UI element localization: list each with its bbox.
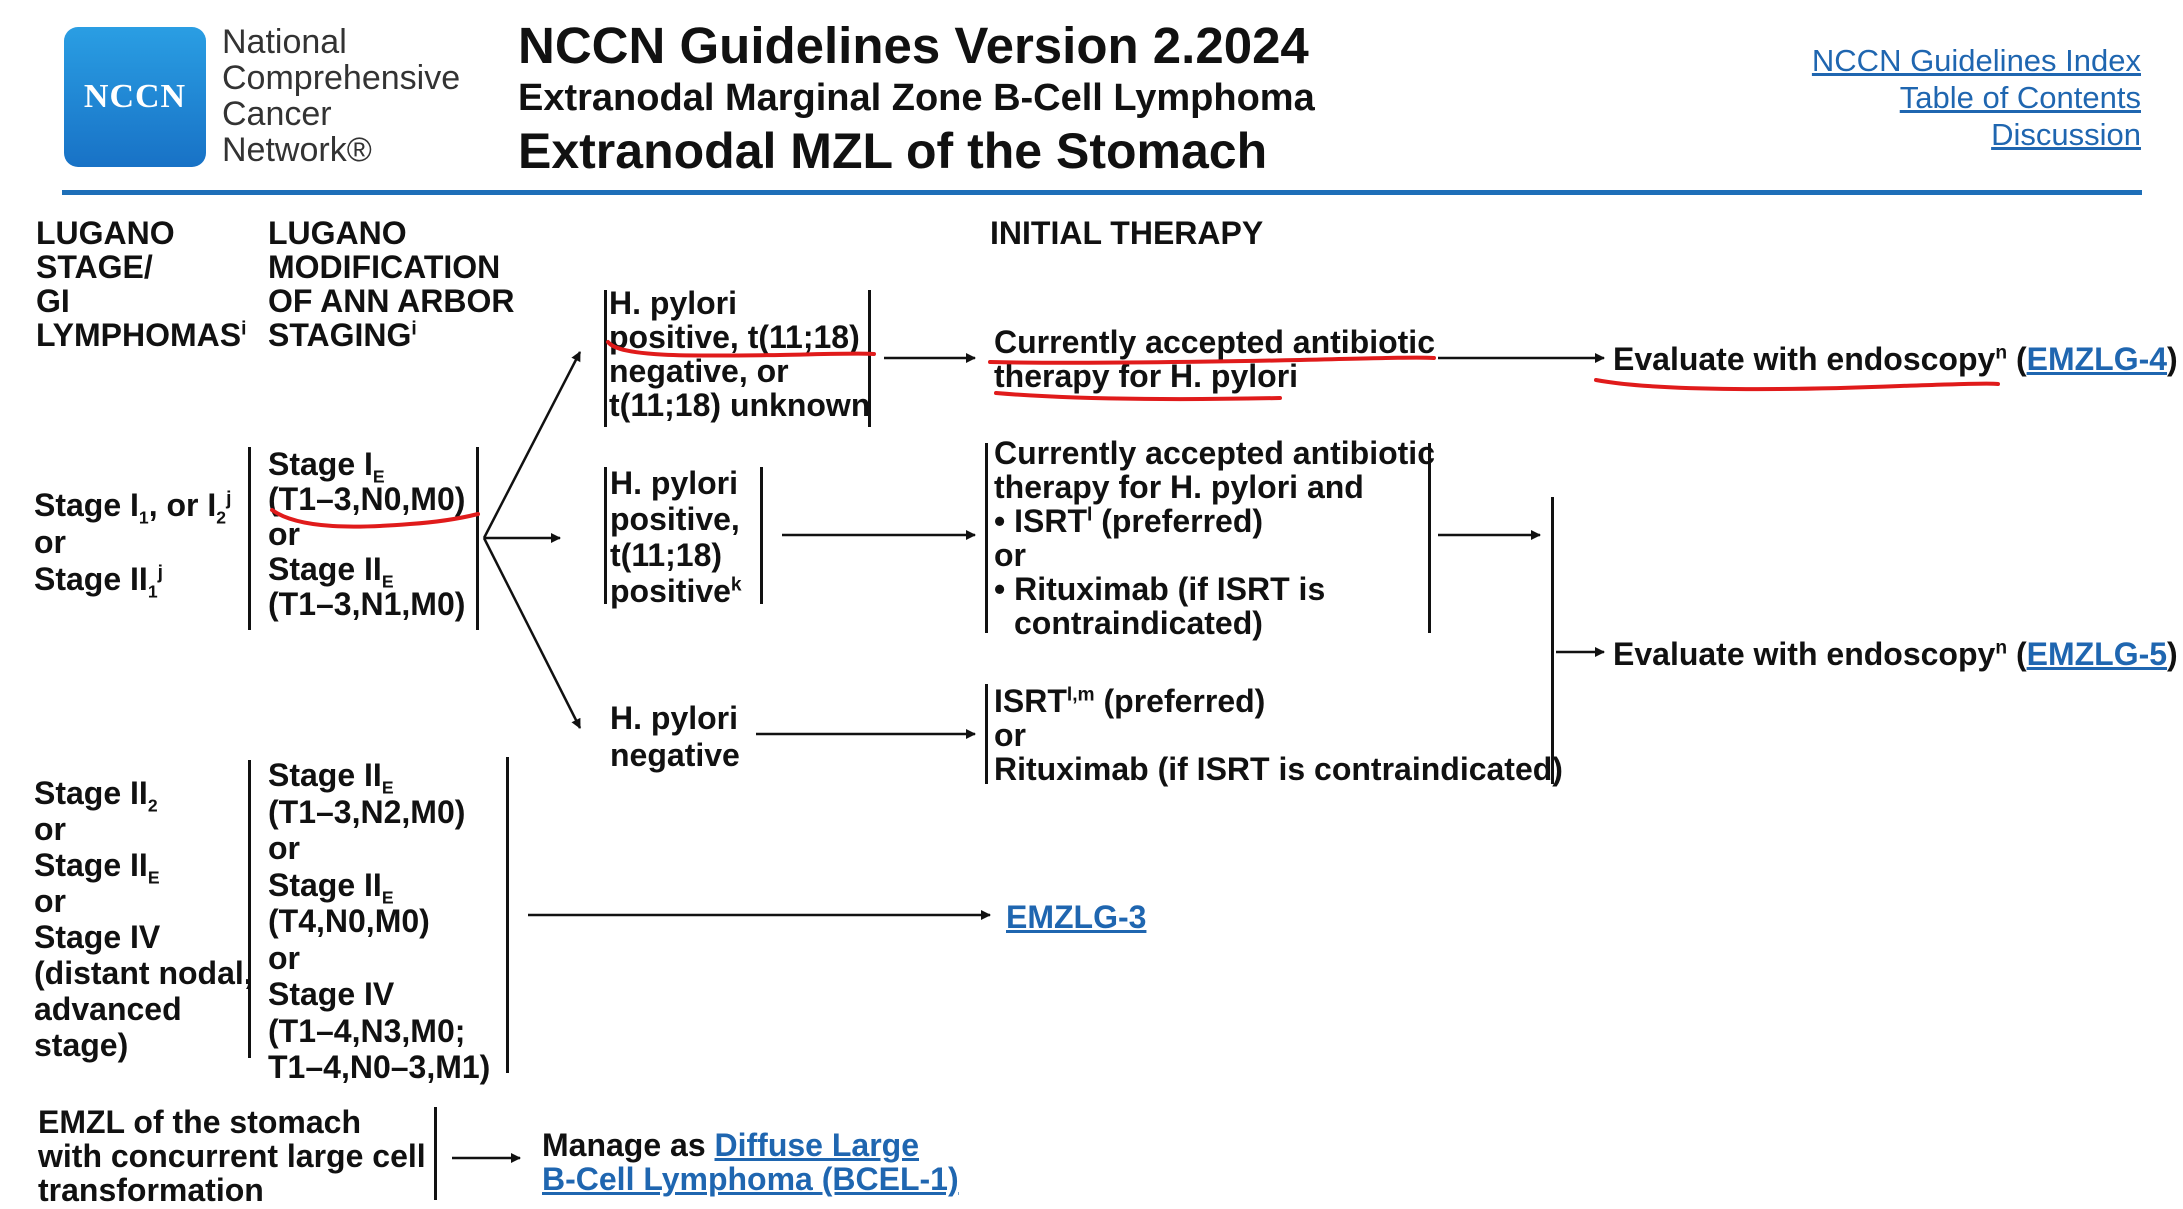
shared-outcome: Evaluate with endoscopyn (EMZLG-5) [1613, 636, 2178, 672]
top-links: NCCN Guidelines Index Table of Contents … [1812, 42, 2141, 153]
guideline-subtitle: Extranodal Marginal Zone B-Cell Lymphoma [518, 77, 1315, 119]
branch3-therapy-bracket-left [985, 684, 988, 784]
row2-link-wrap: EMZLG-3 [1006, 900, 1146, 934]
arrow-to-branch1 [482, 351, 582, 539]
row1-stage: Stage I1, or I2j or Stage II1j [34, 487, 232, 602]
row2-stage-bracket [248, 760, 251, 1058]
branch1-bracket-left [604, 290, 607, 427]
dlbcl-link-line2[interactable]: B-Cell Lymphoma (BCEL-1) [542, 1161, 959, 1197]
org-line: Comprehensive [222, 59, 461, 97]
org-line: Network® [222, 131, 372, 169]
emzlg-3-link[interactable]: EMZLG-3 [1006, 899, 1147, 935]
branch2-condition: H. pylori positive, t(11;18) positivek [610, 465, 742, 609]
guidelines-index-link[interactable]: NCCN Guidelines Index [1811, 43, 2141, 78]
col-header-initial-therapy: INITIAL THERAPY [990, 215, 1264, 251]
row3-manage: Manage as Diffuse Large B-Cell Lymphoma … [542, 1127, 959, 1197]
section-title: Extranodal MZL of the Stomach [518, 123, 1268, 179]
discussion-link[interactable]: Discussion [1991, 117, 2141, 152]
org-line: National [222, 23, 347, 61]
row2-ann-arbor-bracket [506, 757, 509, 1073]
red-underline-ann-arbor [270, 508, 480, 529]
emzlg-5-link[interactable]: EMZLG-5 [2026, 636, 2168, 672]
red-underline-outcome [1594, 378, 2000, 392]
shared-bracket [1551, 497, 1554, 784]
branch2-bracket-right [760, 467, 763, 604]
branch2-bracket-left [604, 467, 607, 604]
row1-ann-arbor-bracket [476, 447, 479, 630]
row2-stage: Stage II2 or Stage IIE or Stage IV (dist… [34, 775, 253, 1063]
header-rule [62, 190, 2142, 195]
nccn-logo: NCCN [64, 27, 206, 167]
row3-condition: EMZL of the stomach with concurrent larg… [38, 1104, 426, 1208]
arrow-to-branch3 [482, 537, 582, 729]
red-underline-therapy-1 [988, 355, 1436, 365]
branch1-condition: H. pylori positive, t(11;18) negative, o… [609, 285, 871, 423]
logo-text: NCCN [83, 78, 187, 115]
red-underline-hpylori [606, 340, 876, 358]
row2-ann-arbor: Stage IIE (T1–3,N2,M0) or Stage IIE (T4,… [268, 757, 491, 1085]
table-of-contents-link[interactable]: Table of Contents [1899, 80, 2141, 115]
guideline-title: NCCN Guidelines Version 2.2024 [518, 17, 1309, 74]
org-name: National Comprehensive Cancer Network® [222, 24, 460, 168]
branch3-condition: H. pylori negative [610, 700, 740, 773]
branch2-therapy-bracket-right [1428, 443, 1431, 633]
branch1-bracket-right [868, 290, 871, 427]
col-header-ann-arbor: LUGANO MODIFICATION OF ANN ARBOR STAGING… [268, 215, 515, 353]
branch2-therapy-bracket-left [985, 443, 988, 633]
branch1-therapy: Currently accepted antibiotic therapy fo… [994, 324, 1435, 394]
dlbcl-link-line1[interactable]: Diffuse Large [714, 1127, 919, 1163]
branch1-outcome: Evaluate with endoscopyn (EMZLG-4) [1613, 341, 2178, 377]
org-line: Cancer [222, 95, 332, 133]
emzlg-4-link[interactable]: EMZLG-4 [2026, 341, 2168, 377]
row1-stage-bracket [248, 447, 251, 630]
red-underline-therapy-2 [994, 391, 1282, 402]
row3-bracket [434, 1107, 437, 1200]
branch2-therapy: Currently accepted antibiotic therapy fo… [994, 435, 1435, 641]
branch3-therapy: ISRTl,m (preferred) or Rituximab (if ISR… [994, 683, 1563, 787]
row1-ann-arbor: Stage IE (T1–3,N0,M0) or Stage IIE (T1–3… [268, 446, 466, 622]
col-header-lugano-stage: LUGANO STAGE/ GI LYMPHOMASi [36, 215, 247, 353]
